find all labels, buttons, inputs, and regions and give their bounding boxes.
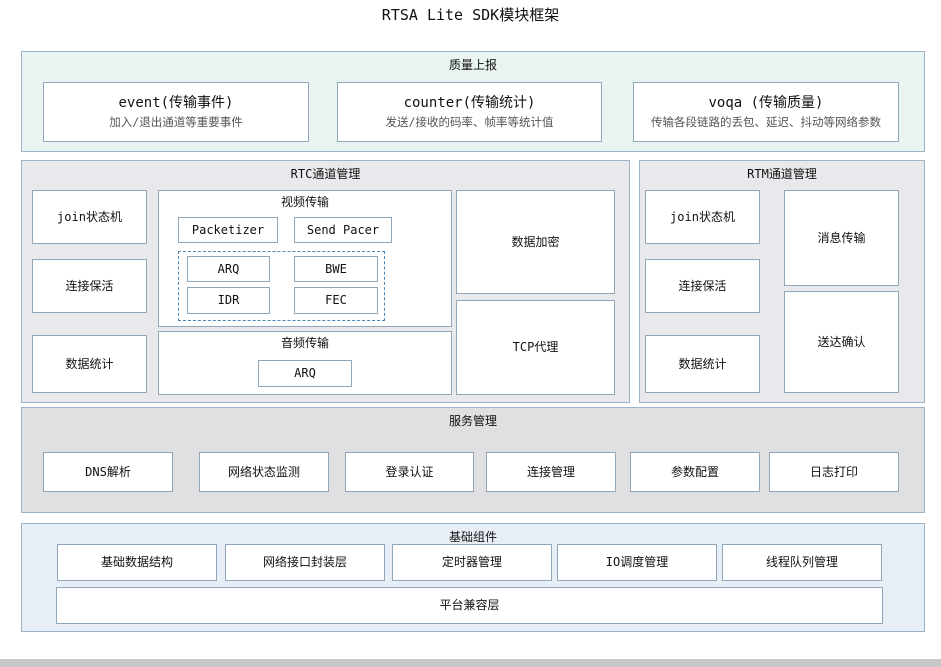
data-encryption-box: 数据加密	[456, 190, 615, 294]
dns-resolve-box: DNS解析	[43, 452, 173, 492]
quality-event-desc: 加入/退出通道等重要事件	[109, 114, 243, 129]
rtc-title: RTC通道管理	[290, 167, 361, 181]
audio-transport-title: 音频传输	[280, 336, 329, 350]
quality-voqa-box: voqa (传输质量) 传输各段链路的丢包、延迟、抖动等网络参数	[633, 82, 899, 142]
base-title: 基础组件	[448, 530, 497, 544]
packetizer-box: Packetizer	[178, 217, 278, 243]
video-transport-title: 视频传输	[280, 195, 329, 209]
quality-counter-box: counter(传输统计) 发送/接收的码率、帧率等统计值	[337, 82, 602, 142]
parameter-config-box: 参数配置	[630, 452, 760, 492]
bottom-edge-strip	[0, 659, 941, 667]
video-idr-box: IDR	[187, 287, 270, 314]
rtm-statistics-box: 数据统计	[645, 335, 760, 393]
quality-voqa-desc: 传输各段链路的丢包、延迟、抖动等网络参数	[651, 114, 881, 129]
video-fec-box: FEC	[294, 287, 378, 314]
tcp-proxy-box: TCP代理	[456, 300, 615, 395]
quality-event-box: event(传输事件) 加入/退出通道等重要事件	[43, 82, 309, 142]
video-bwe-box: BWE	[294, 256, 378, 282]
log-print-box: 日志打印	[769, 452, 899, 492]
connection-management-box: 连接管理	[486, 452, 616, 492]
network-monitor-box: 网络状态监测	[199, 452, 329, 492]
rtc-statistics-box: 数据统计	[32, 335, 147, 393]
rtm-join-state-box: join状态机	[645, 190, 760, 244]
service-title: 服务管理	[448, 414, 497, 428]
platform-compat-box: 平台兼容层	[56, 587, 883, 624]
thread-queue-box: 线程队列管理	[722, 544, 882, 581]
rtc-keepalive-box: 连接保活	[32, 259, 147, 313]
data-structures-box: 基础数据结构	[57, 544, 217, 581]
rtm-title: RTM通道管理	[747, 167, 817, 181]
login-auth-box: 登录认证	[345, 452, 474, 492]
timer-management-box: 定时器管理	[392, 544, 552, 581]
diagram-title: RTSA Lite SDK模块框架	[381, 6, 560, 24]
rtc-join-state-box: join状态机	[32, 190, 147, 244]
quality-title: 质量上报	[448, 58, 497, 72]
quality-event-name: event(传输事件)	[118, 95, 234, 112]
video-arq-box: ARQ	[187, 256, 270, 282]
quality-counter-name: counter(传输统计)	[403, 95, 536, 112]
network-interface-box: 网络接口封装层	[225, 544, 385, 581]
quality-voqa-name: voqa (传输质量)	[708, 95, 824, 112]
delivery-ack-box: 送达确认	[784, 291, 899, 393]
audio-arq-box: ARQ	[258, 360, 352, 387]
rtm-keepalive-box: 连接保活	[645, 259, 760, 313]
quality-counter-desc: 发送/接收的码率、帧率等统计值	[385, 114, 554, 129]
io-scheduling-box: IO调度管理	[557, 544, 717, 581]
send-pacer-box: Send Pacer	[294, 217, 392, 243]
message-transport-box: 消息传输	[784, 190, 899, 286]
